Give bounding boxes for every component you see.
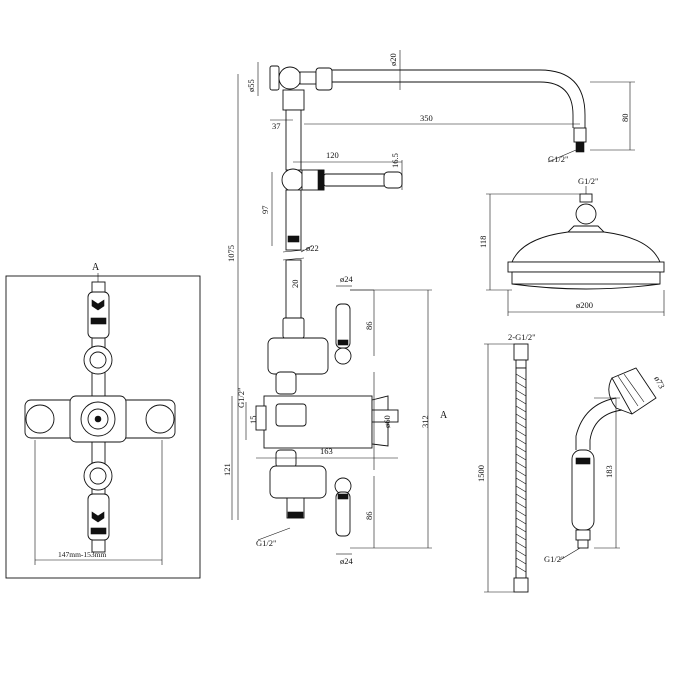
- g12-arm: G1/2": [548, 154, 568, 164]
- dim-86-bot: 86: [364, 512, 374, 521]
- dim-37: 37: [272, 121, 281, 131]
- dim-1075: 1075: [226, 245, 236, 262]
- dim-147-153: 147mm-153mm: [58, 550, 106, 559]
- dim-350: 350: [420, 113, 433, 123]
- dim-60: ø60: [382, 415, 392, 428]
- dim-24-top: ø24: [340, 274, 354, 284]
- dim-20-top: ø20: [388, 53, 398, 66]
- g12-inlet: G1/2": [256, 538, 276, 548]
- dim-97: 97: [260, 206, 270, 215]
- shower-hose: 2-G1/2" 1500: [476, 332, 536, 593]
- handset-g12: G1/2": [544, 554, 564, 564]
- dim-163: 163: [320, 446, 333, 456]
- dim-24-bot: ø24: [340, 556, 354, 566]
- g12-side: G1/2": [236, 388, 246, 408]
- section-label-side: A: [440, 410, 448, 421]
- dim-118: 118: [478, 236, 488, 248]
- dim-22: ø22: [306, 243, 319, 253]
- shower-head: G1/2" 118 ø200: [478, 176, 665, 316]
- g12-head: G1/2": [578, 176, 598, 186]
- dim-183: 183: [604, 465, 614, 478]
- front-view-frame: [5, 275, 201, 579]
- section-label-front: A: [92, 262, 100, 273]
- dim-15: 15: [248, 416, 258, 425]
- dim-1500: 1500: [476, 465, 486, 482]
- dim-86-top: 86: [364, 322, 374, 331]
- handset: ø73 183 G1/2": [544, 367, 667, 564]
- dim-120: 120: [326, 150, 339, 160]
- dim-121: 121: [222, 463, 232, 476]
- riser-and-arm: ø55 37 ø20 350 80 G1/2" 120 16.5 97 ø22 …: [226, 50, 635, 520]
- dim-20-pipe: 20: [290, 280, 300, 289]
- mixer-valve-side-view: ø24 86 ø60 312 A G1/2" 15 163 121 86 G1/…: [222, 274, 448, 566]
- dim-312: 312: [420, 415, 430, 428]
- front-view: A 147mm-153mm: [5, 262, 201, 579]
- hose-g12: 2-G1/2": [508, 332, 536, 342]
- dim-73: ø73: [652, 374, 667, 390]
- dim-55: ø55: [246, 79, 256, 92]
- dim-200: ø200: [576, 300, 593, 310]
- dim-80: 80: [620, 114, 630, 123]
- dim-16-5: 16.5: [390, 153, 400, 168]
